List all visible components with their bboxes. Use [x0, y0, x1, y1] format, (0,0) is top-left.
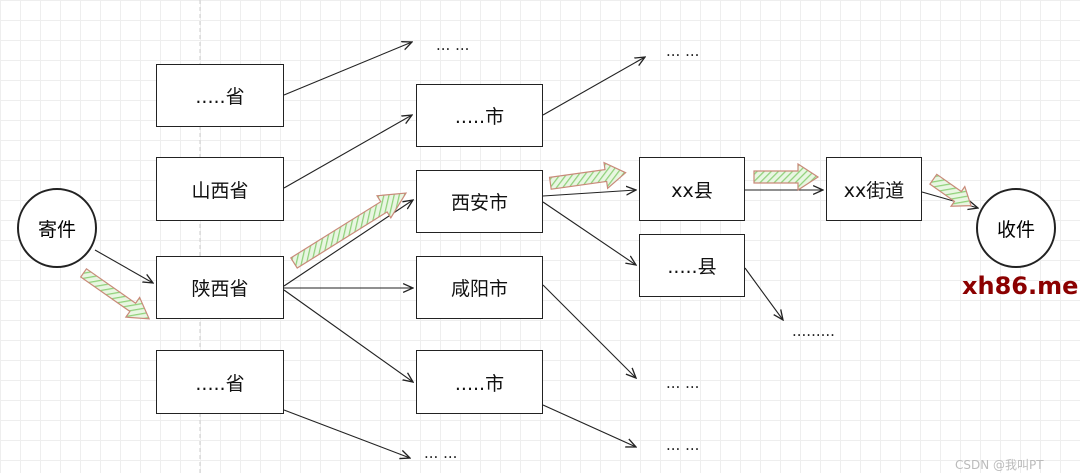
sender-node: 寄件 [17, 188, 97, 268]
province-node: 山西省 [156, 157, 284, 221]
highlight-arrows [79, 161, 972, 320]
street-node: xx街道 [826, 157, 922, 221]
receiver-node: 收件 [976, 188, 1056, 268]
city-node: .....市 [416, 350, 543, 414]
province-node: 陕西省 [156, 256, 284, 319]
more-counties-mid: ... ... [666, 374, 700, 392]
city-node: .....市 [416, 84, 543, 147]
county-node: xx县 [639, 157, 745, 221]
more-counties-top: ... ... [666, 42, 700, 60]
county-node: .....县 [639, 234, 745, 297]
more-counties-bottom: ... ... [666, 436, 700, 454]
province-node: .....省 [156, 350, 284, 414]
credit-watermark: CSDN @我叫PT [955, 458, 1044, 472]
more-streets: ......... [792, 322, 835, 340]
city-node: 西安市 [416, 170, 543, 233]
more-cities-bottom: ... ... [424, 444, 458, 462]
more-cities-top: ... ... [436, 36, 470, 54]
city-node: 咸阳市 [416, 256, 543, 319]
province-node: .....省 [156, 64, 284, 127]
watermark: xh86.me [962, 272, 1079, 300]
